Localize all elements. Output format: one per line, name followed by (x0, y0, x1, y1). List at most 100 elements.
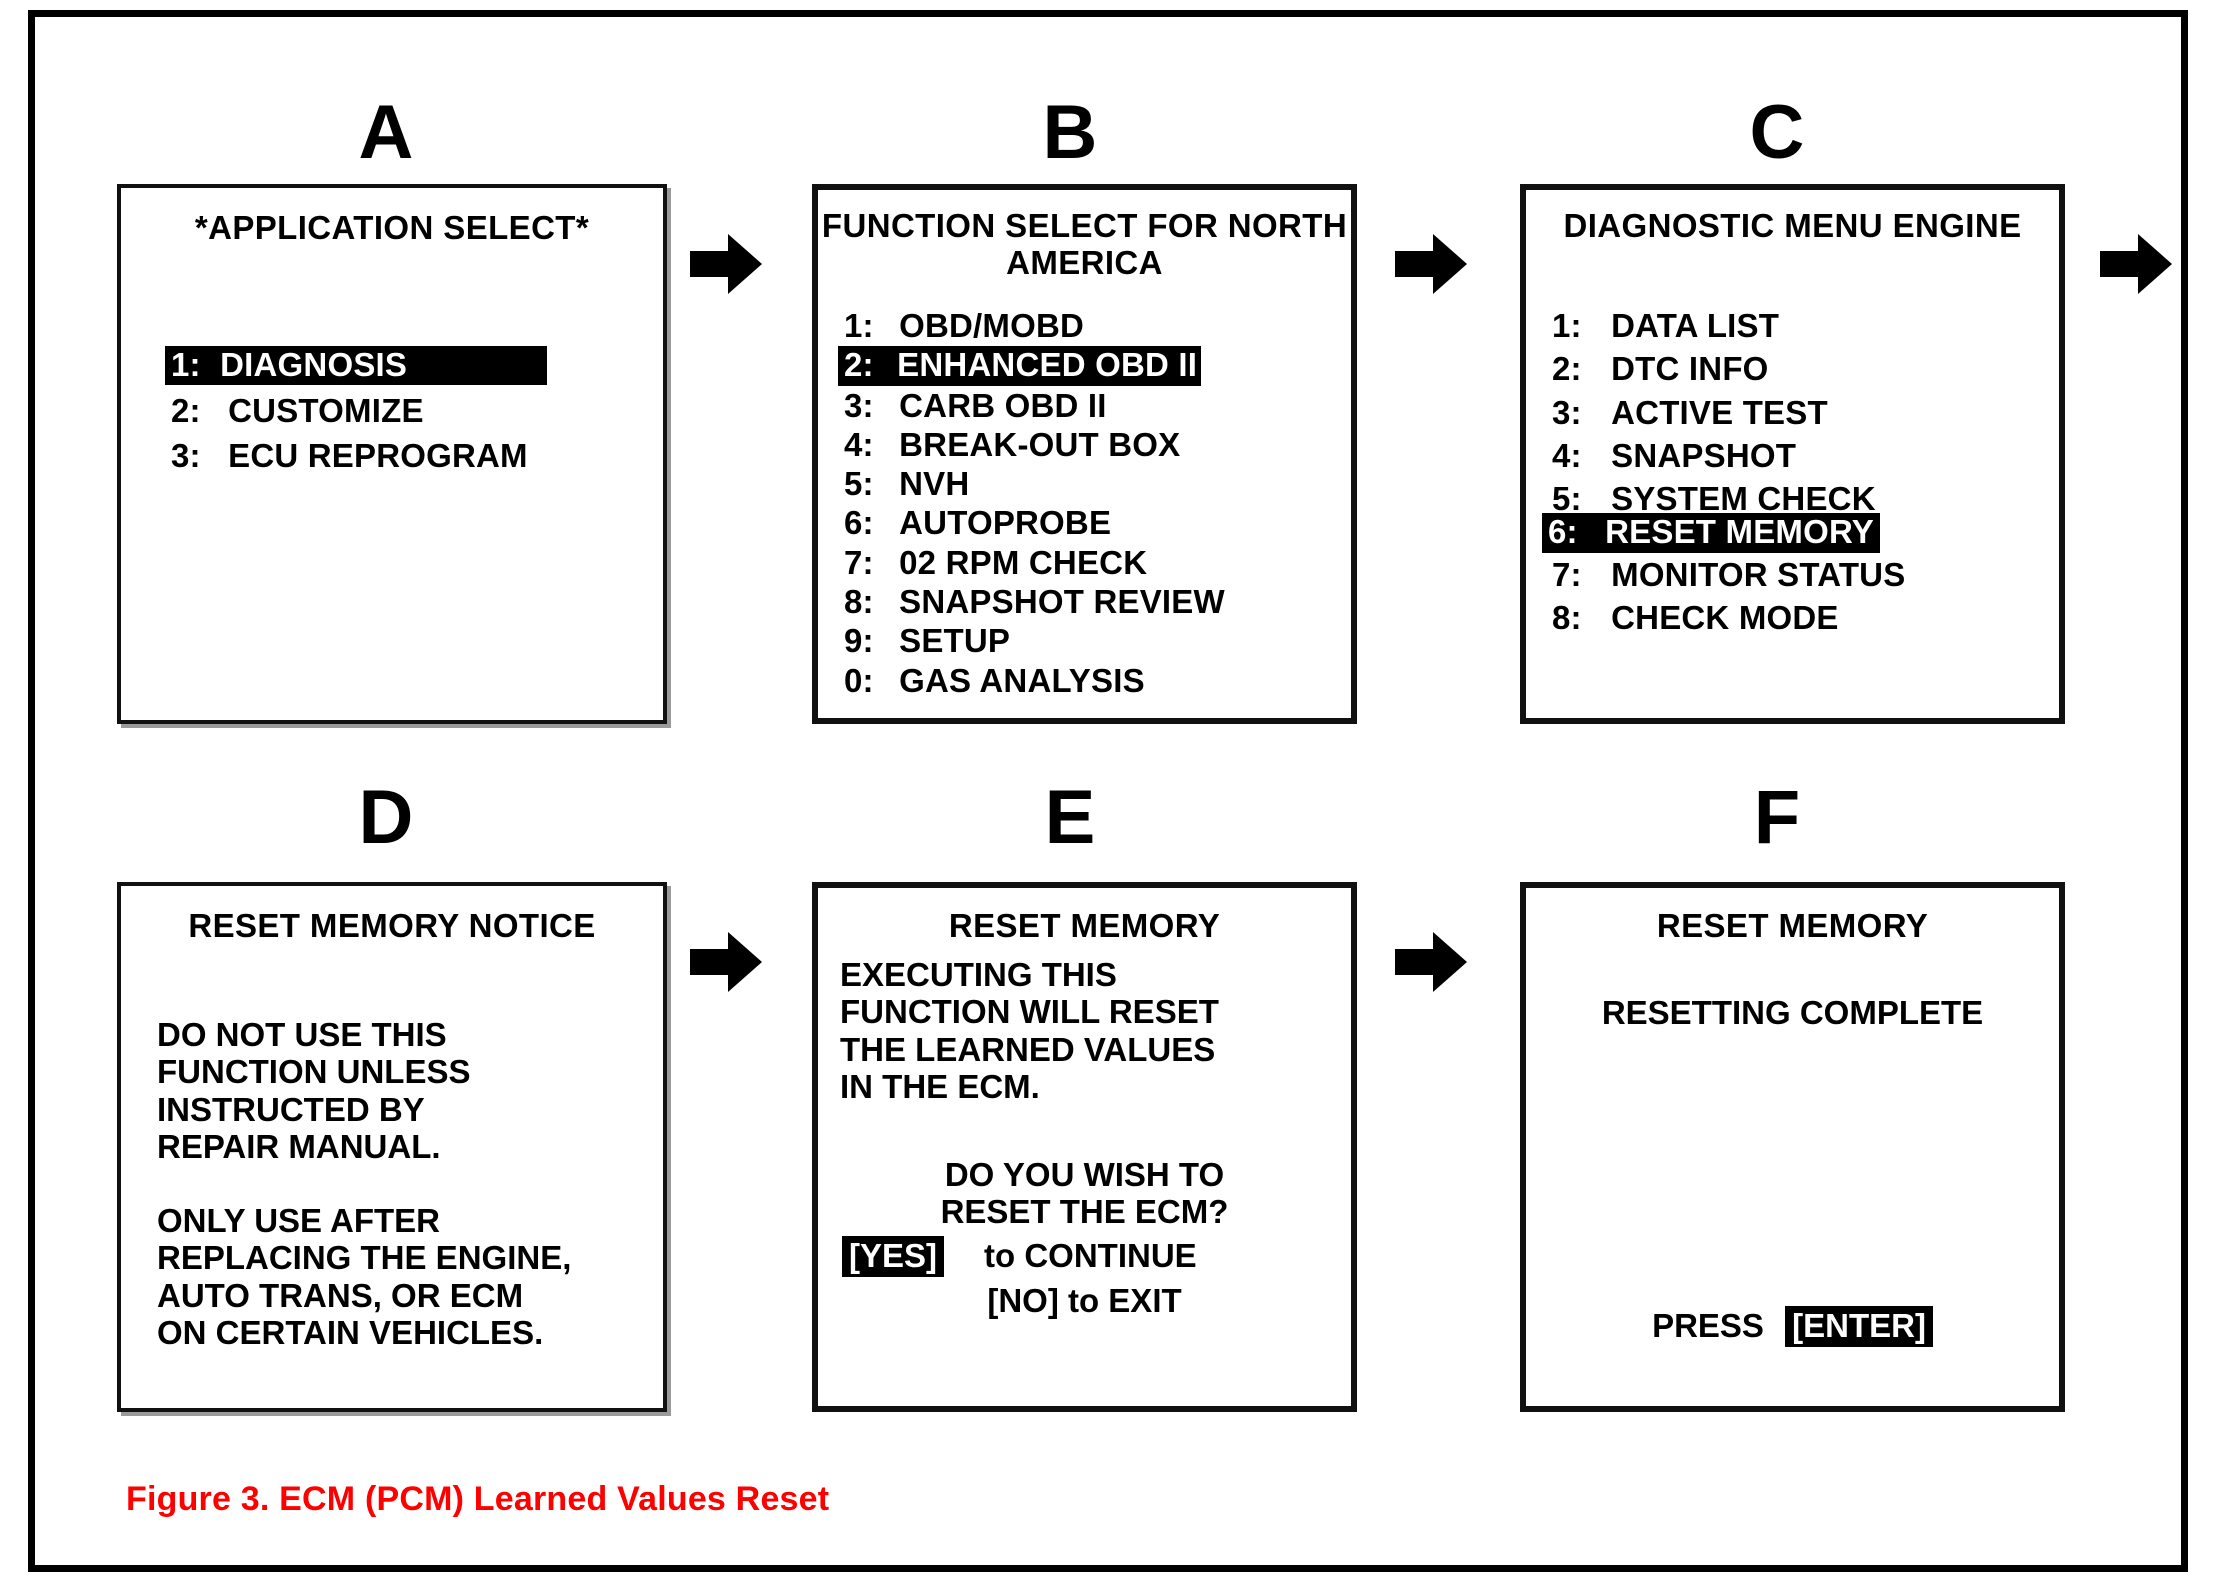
menu-item-gas-analysis[interactable]: 0: GAS ANALYSIS (844, 661, 1351, 699)
panel-a-menu[interactable]: 1: DIAGNOSIS 2: CUSTOMIZE 3: ECU REPROGR… (121, 346, 663, 474)
panel-letter-b: B (1042, 90, 1098, 175)
panel-d-paragraph-1: DO NOT USE THIS FUNCTION UNLESS INSTRUCT… (157, 1016, 471, 1165)
panel-f-screen[interactable]: RESET MEMORY RESETTING COMPLETE PRESS [E… (1520, 882, 2065, 1412)
menu-item-monitor-status[interactable]: 7: MONITOR STATUS (1552, 555, 2059, 593)
panel-letter-a: A (358, 90, 414, 175)
menu-item-number: 3: (844, 386, 874, 424)
panel-e-paragraph-1: EXECUTING THIS FUNCTION WILL RESET THE L… (840, 956, 1219, 1105)
menu-item-number: 5: (1552, 480, 1582, 518)
arrow-e-to-f-icon (1395, 932, 1467, 992)
menu-item-label: GAS ANALYSIS (899, 661, 1145, 699)
panel-e-option-no-row[interactable]: [NO] to EXIT (818, 1282, 1351, 1320)
menu-item-customize[interactable]: 2: CUSTOMIZE (165, 392, 663, 430)
panel-d-paragraph-2: ONLY USE AFTER REPLACING THE ENGINE, AUT… (157, 1202, 572, 1351)
menu-item-setup[interactable]: 9: SETUP (844, 622, 1351, 660)
menu-item-number: 6: (844, 504, 874, 542)
panel-e-screen[interactable]: RESET MEMORY EXECUTING THIS FUNCTION WIL… (812, 882, 1357, 1412)
menu-item-carb-obd-ii[interactable]: 3: CARB OBD II (844, 386, 1351, 424)
panel-b-menu[interactable]: 1: OBD/MOBD 2: ENHANCED OBD II 3: CARB O… (838, 307, 1351, 699)
menu-item-label: OBD/MOBD (899, 307, 1085, 344)
menu-item-snapshot-review[interactable]: 8: SNAPSHOT REVIEW (844, 583, 1351, 621)
menu-item-number: 3: (171, 436, 201, 474)
menu-item-active-test[interactable]: 3: ACTIVE TEST (1552, 393, 2059, 431)
panel-letter-c: C (1749, 90, 1805, 175)
menu-item-dtc-info[interactable]: 2: DTC INFO (1552, 350, 2059, 388)
arrow-b-to-c-icon (1395, 234, 1467, 294)
menu-item-number: 6: (1548, 513, 1578, 551)
menu-item-label: 02 RPM CHECK (899, 543, 1148, 581)
menu-item-label: AUTOPROBE (899, 504, 1112, 542)
panel-d-title: RESET MEMORY NOTICE (188, 907, 596, 944)
panel-letter-d: D (358, 775, 414, 860)
menu-item-number: 2: (1552, 350, 1582, 388)
menu-item-label: RESET MEMORY (1605, 513, 1874, 551)
menu-item-number: 8: (1552, 599, 1582, 637)
panel-b-screen[interactable]: FUNCTION SELECT FOR NORTH AMERICA 1: OBD… (812, 184, 1357, 724)
menu-item-label: ACTIVE TEST (1611, 393, 1828, 431)
menu-item-o2-rpm-check[interactable]: 7: 02 RPM CHECK (844, 543, 1351, 581)
menu-item-ecu-reprogram[interactable]: 3: ECU REPROGRAM (165, 436, 663, 474)
menu-item-number: 8: (844, 583, 874, 621)
menu-item-number: 9: (844, 622, 874, 660)
panel-e-title: RESET MEMORY (948, 907, 1221, 944)
menu-item-diagnosis[interactable]: 1: DIAGNOSIS (165, 346, 548, 386)
menu-item-break-out-box[interactable]: 4: BREAK-OUT BOX (844, 425, 1351, 463)
menu-item-number: 4: (1552, 436, 1582, 474)
menu-item-label: CARB OBD II (899, 386, 1107, 424)
panel-d-screen[interactable]: RESET MEMORY NOTICE DO NOT USE THIS FUNC… (117, 882, 667, 1412)
menu-item-label: DTC INFO (1611, 350, 1769, 388)
menu-item-number: 7: (1552, 555, 1582, 593)
panel-f-title: RESET MEMORY (1656, 907, 1929, 944)
menu-item-number: 0: (844, 661, 874, 699)
option-no-key[interactable]: [NO] (987, 1282, 1059, 1319)
menu-item-number: 3: (1552, 393, 1582, 431)
menu-item-enhanced-obd-ii[interactable]: 2: ENHANCED OBD II (838, 346, 1202, 386)
menu-item-number: 2: (844, 346, 874, 384)
panel-e-option-yes-row[interactable]: [YES] to CONTINUE (842, 1236, 1351, 1277)
menu-item-label: NVH (899, 465, 970, 503)
panel-c-menu[interactable]: 1: DATA LIST 2: DTC INFO 3: ACTIVE TEST … (1542, 307, 2059, 637)
menu-item-number: 4: (844, 425, 874, 463)
menu-item-check-mode[interactable]: 8: CHECK MODE (1552, 599, 2059, 637)
panel-a-screen[interactable]: *APPLICATION SELECT* 1: DIAGNOSIS 2: CUS… (117, 184, 667, 724)
menu-item-label: MONITOR STATUS (1611, 555, 1906, 593)
panel-f-prompt-row[interactable]: PRESS [ENTER] (1526, 1306, 2059, 1347)
option-no-text: to EXIT (1067, 1282, 1182, 1319)
menu-item-number: 2: (171, 392, 201, 430)
menu-item-number: 1: (844, 307, 874, 344)
prompt-prefix: PRESS (1652, 1307, 1764, 1344)
menu-item-number: 5: (844, 465, 874, 503)
panel-f-status: RESETTING COMPLETE (1601, 994, 1984, 1031)
menu-item-number: 1: (171, 346, 201, 383)
menu-item-label: BREAK-OUT BOX (899, 425, 1181, 463)
menu-item-reset-memory[interactable]: 6: RESET MEMORY (1542, 513, 1880, 553)
menu-item-label: ECU REPROGRAM (228, 436, 528, 474)
menu-item-number: 1: (1552, 307, 1582, 344)
panel-c-screen[interactable]: DIAGNOSTIC MENU ENGINE 1: DATA LIST 2: D… (1520, 184, 2065, 724)
prompt-enter-key[interactable]: [ENTER] (1785, 1306, 1933, 1347)
menu-item-label: CHECK MODE (1611, 599, 1839, 637)
menu-item-label: SYSTEM CHECK (1611, 480, 1876, 518)
arrow-d-to-e-icon (690, 932, 762, 992)
option-yes-key[interactable]: [YES] (842, 1236, 945, 1277)
menu-item-label: ENHANCED OBD II (897, 346, 1198, 384)
panel-letter-f: F (1753, 775, 1801, 860)
menu-item-obd-mobd[interactable]: 1: OBD/MOBD (844, 307, 1351, 344)
menu-item-system-check[interactable]: 5: SYSTEM CHECK (1552, 480, 2059, 518)
menu-item-number: 7: (844, 543, 874, 581)
menu-item-label: CUSTOMIZE (228, 392, 424, 430)
panel-letter-e: E (1044, 775, 1096, 860)
menu-item-label: SNAPSHOT REVIEW (899, 583, 1225, 621)
menu-item-nvh[interactable]: 5: NVH (844, 465, 1351, 503)
arrow-c-to-next-icon (2100, 234, 2172, 294)
panel-a-title: *APPLICATION SELECT* (194, 209, 590, 246)
menu-item-label: DIAGNOSIS (220, 346, 408, 383)
arrow-a-to-b-icon (690, 234, 762, 294)
panel-c-title: DIAGNOSTIC MENU ENGINE (1563, 207, 2022, 244)
option-yes-text: to CONTINUE (984, 1237, 1197, 1274)
menu-item-label: DATA LIST (1611, 307, 1780, 344)
menu-item-autoprobe[interactable]: 6: AUTOPROBE (844, 504, 1351, 542)
menu-item-snapshot[interactable]: 4: SNAPSHOT (1552, 436, 2059, 474)
menu-item-data-list[interactable]: 1: DATA LIST (1552, 307, 2059, 344)
